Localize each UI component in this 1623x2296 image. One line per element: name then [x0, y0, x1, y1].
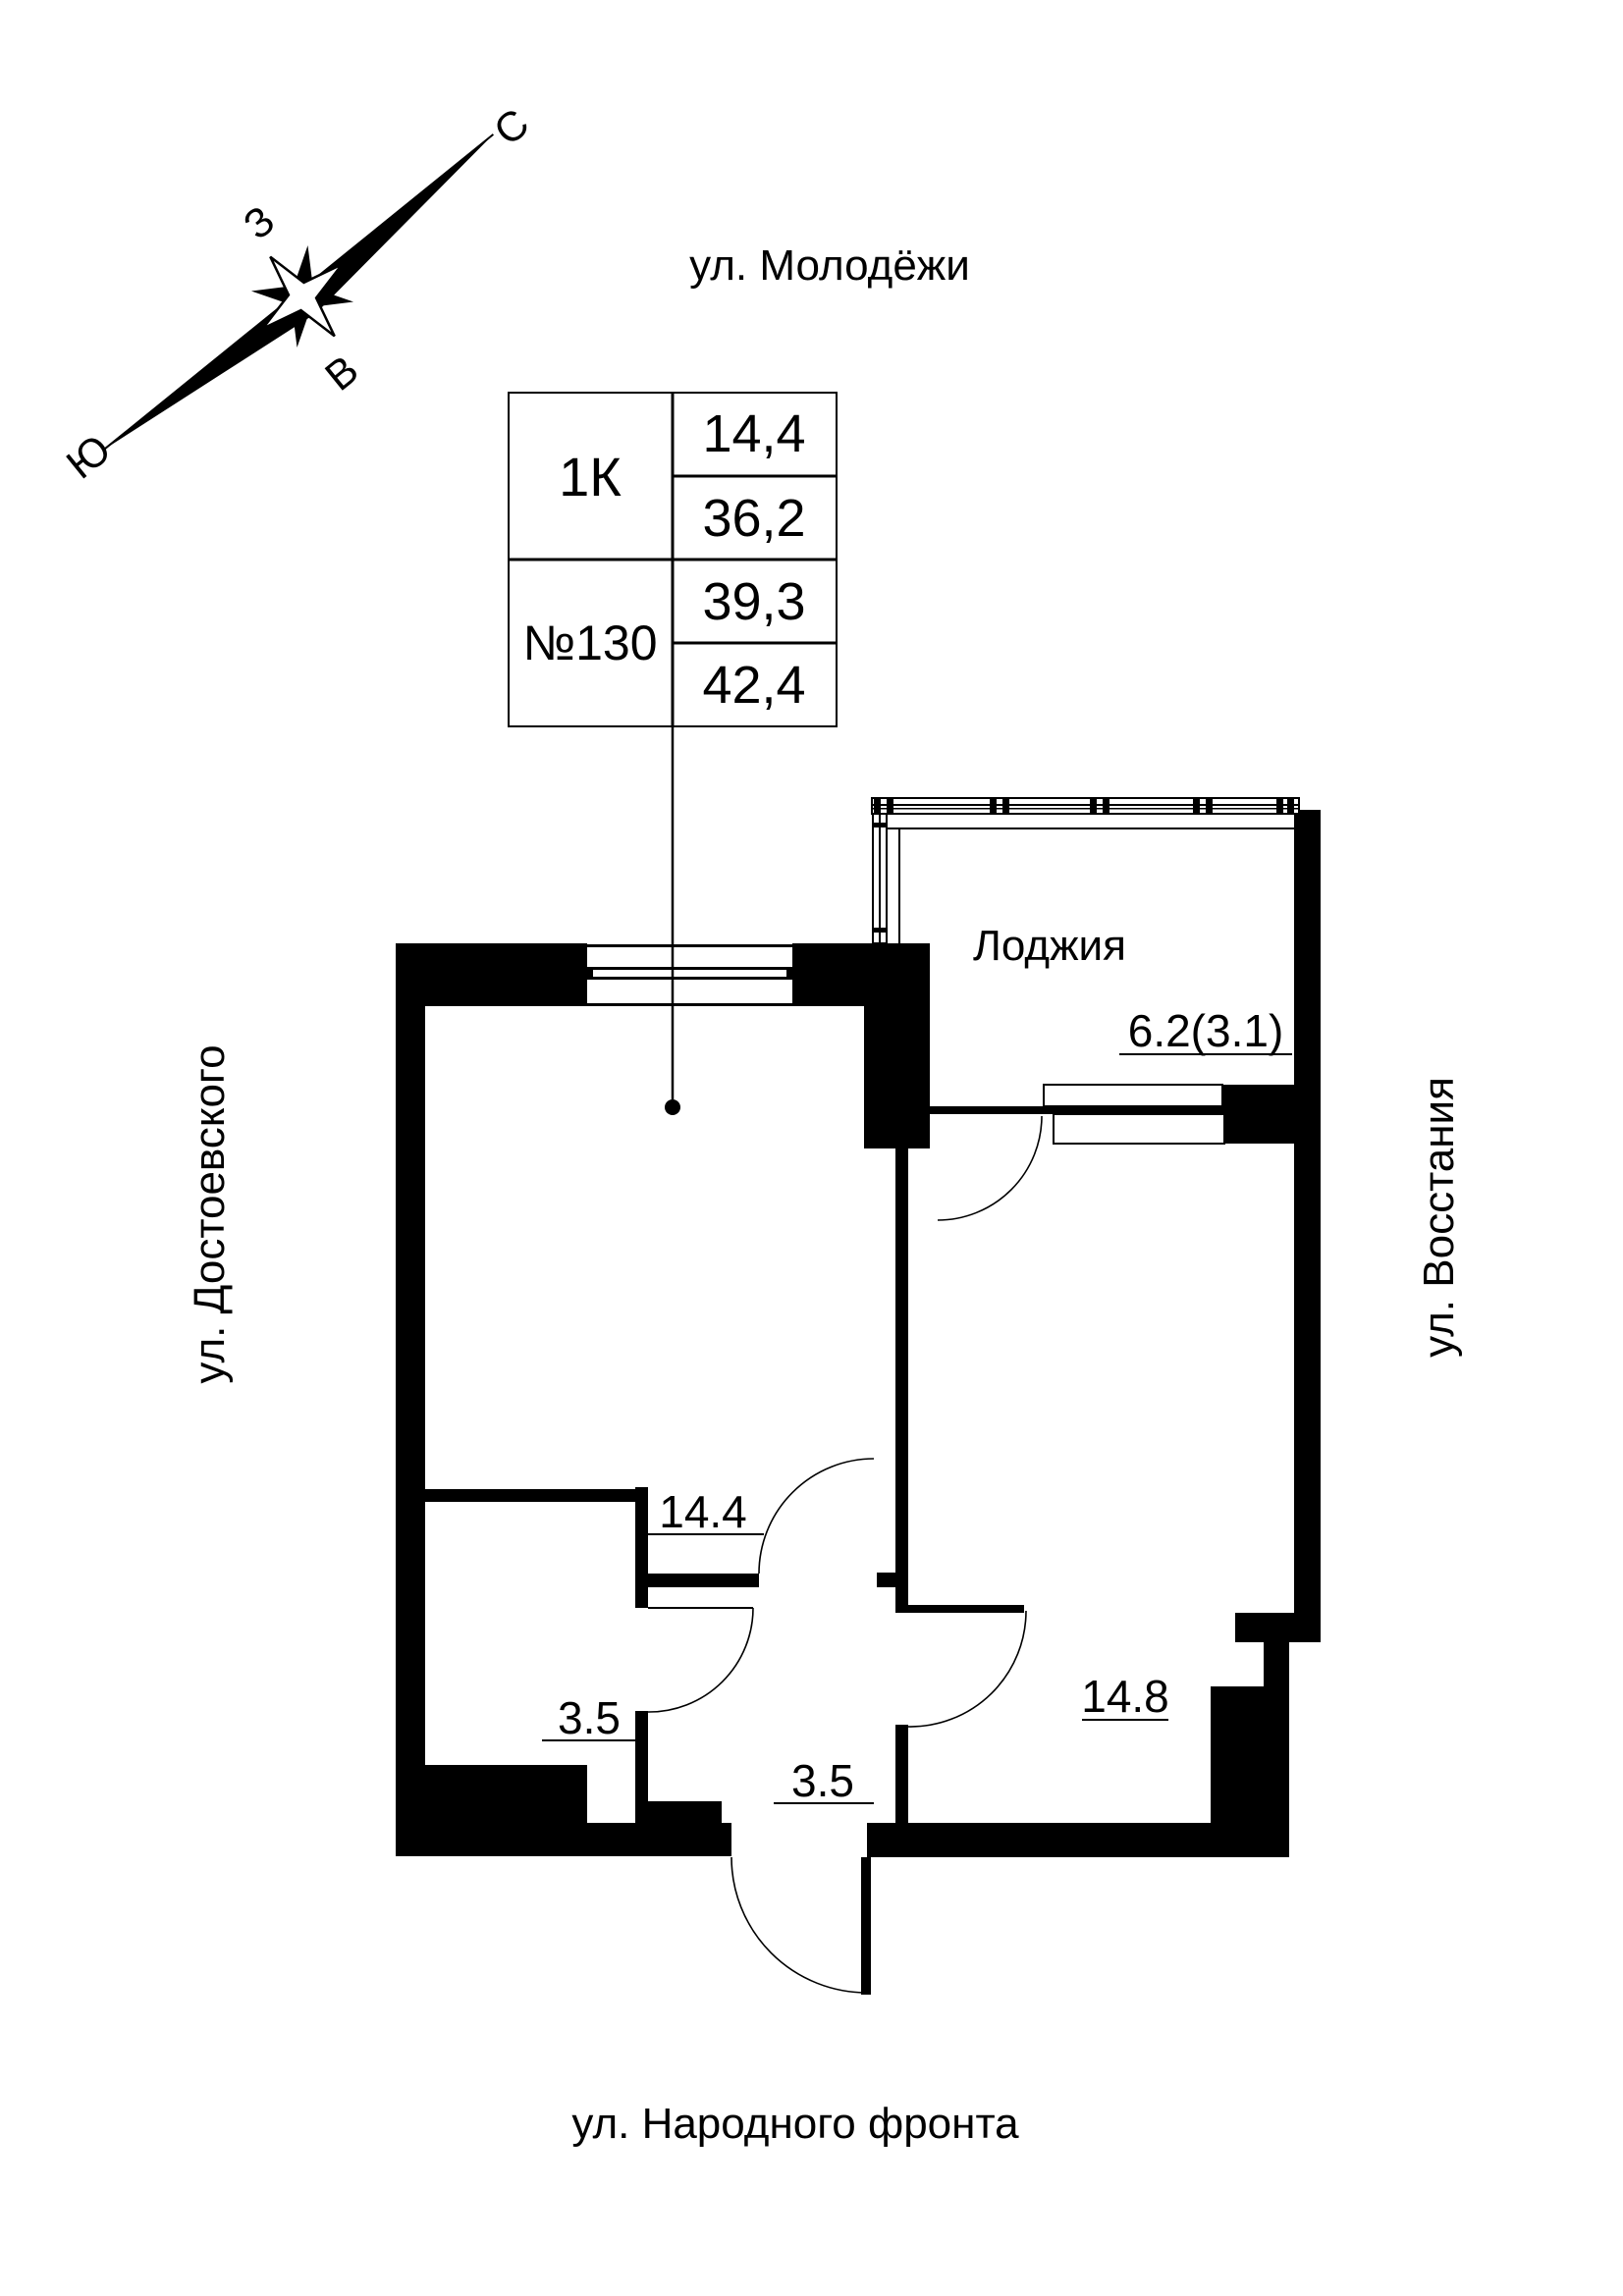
wall-top-left-of-window — [396, 943, 587, 1006]
window-inner-line — [587, 1003, 792, 1006]
room-area-bathroom: 3.5 — [558, 1692, 621, 1743]
apartment-number: №130 — [522, 615, 657, 670]
wall-bathroom-block — [422, 1765, 587, 1856]
wall-exterior-right-lower — [1264, 1642, 1289, 1857]
loggia-glazing-mullions — [874, 798, 1294, 814]
window-living-room — [587, 944, 792, 1006]
wall-right-step — [1235, 1613, 1321, 1642]
street-label-bottom: ул. Народного фронта — [571, 2100, 1019, 2148]
room-area-living: 14.4 — [659, 1486, 747, 1537]
wall-bathroom-top — [425, 1489, 648, 1502]
loggia-inner-sill-left — [898, 829, 900, 943]
street-label-left: ул. Достоевского — [186, 1044, 234, 1383]
entrance-door-arc — [730, 1856, 868, 1994]
compass-rose: С Ю З В — [58, 99, 537, 487]
wall-loggia-bottom-right — [1222, 1085, 1294, 1144]
apartment-info-table: 1К №130 14,4 36,2 39,3 42,4 — [508, 392, 838, 1115]
loggia-left-glassline — [879, 814, 881, 943]
wall-right-pilaster — [1211, 1686, 1264, 1823]
window-cap-left — [587, 967, 593, 980]
area-value-room: 14,4 — [702, 404, 805, 463]
area-value-total: 39,3 — [702, 572, 805, 631]
loggia-glazing — [871, 797, 1300, 944]
wall-top-right-of-window — [792, 943, 930, 1006]
street-label-right: ул. Восстания — [1415, 1077, 1463, 1358]
loggia-inner-sill-line — [887, 828, 1294, 829]
compass-label-east: В — [316, 347, 366, 400]
loggia-glazing-glassline-2 — [872, 808, 1299, 810]
compass-label-north: С — [485, 99, 537, 154]
wall-entrance-niche — [636, 1801, 722, 1823]
street-label-top: ул. Молодёжи — [689, 241, 970, 290]
balcony-door-arc — [937, 1115, 1043, 1221]
window-cap-right — [786, 967, 792, 980]
room-area-loggia: 6.2(3.1) — [1128, 1005, 1284, 1056]
wall-partition-upper — [895, 1148, 908, 1613]
wall-hallway-top — [636, 1574, 759, 1587]
compass-label-south: Ю — [58, 425, 120, 487]
apartment-type: 1К — [559, 446, 622, 507]
wall-bathroom-right-lower — [635, 1711, 648, 1823]
bedroom-door-arc — [907, 1610, 1027, 1728]
wall-bottom-right — [867, 1823, 1289, 1857]
compass-label-west: З — [235, 196, 283, 247]
loggia-glazing-glassline-1 — [872, 804, 1299, 806]
room-labels: Лоджия 6.2(3.1) 14.4 3.5 3.5 14.8 — [542, 922, 1292, 1806]
window-glass-line-2 — [587, 977, 792, 980]
bathroom-door-arc — [647, 1607, 754, 1713]
balcony-wall-line — [930, 1106, 1222, 1114]
loggia-left-mullion-2 — [873, 928, 887, 933]
wall-partition-lower — [895, 1725, 908, 1823]
balcony-window-sill — [1053, 1113, 1225, 1145]
compass-star-orthogonal — [261, 255, 344, 338]
balcony-window-outer — [1043, 1084, 1223, 1107]
wall-exterior-right-upper — [1294, 810, 1321, 1642]
doors — [647, 1115, 1043, 1995]
area-value-living: 36,2 — [702, 489, 805, 548]
window-loggia-to-room — [930, 1084, 1225, 1145]
entrance-door-leaf — [861, 1857, 871, 1995]
wall-bathroom-right-upper — [635, 1487, 648, 1608]
room-area-bedroom: 14.8 — [1081, 1671, 1169, 1722]
walls — [396, 810, 1321, 1857]
leader-dot — [665, 1099, 680, 1115]
room-label-loggia: Лоджия — [973, 922, 1126, 970]
wall-exterior-left — [396, 943, 425, 1856]
window-outer-line — [587, 944, 792, 947]
area-value-total-with-loggia: 42,4 — [702, 656, 805, 715]
loggia-left-mullion-1 — [873, 823, 887, 828]
window-glass-line-1 — [587, 967, 792, 970]
living-room-door-arc — [758, 1458, 875, 1575]
wall-middle-block — [864, 1006, 930, 1148]
room-area-hallway: 3.5 — [791, 1755, 854, 1806]
bedroom-door-leaf — [906, 1605, 1024, 1613]
